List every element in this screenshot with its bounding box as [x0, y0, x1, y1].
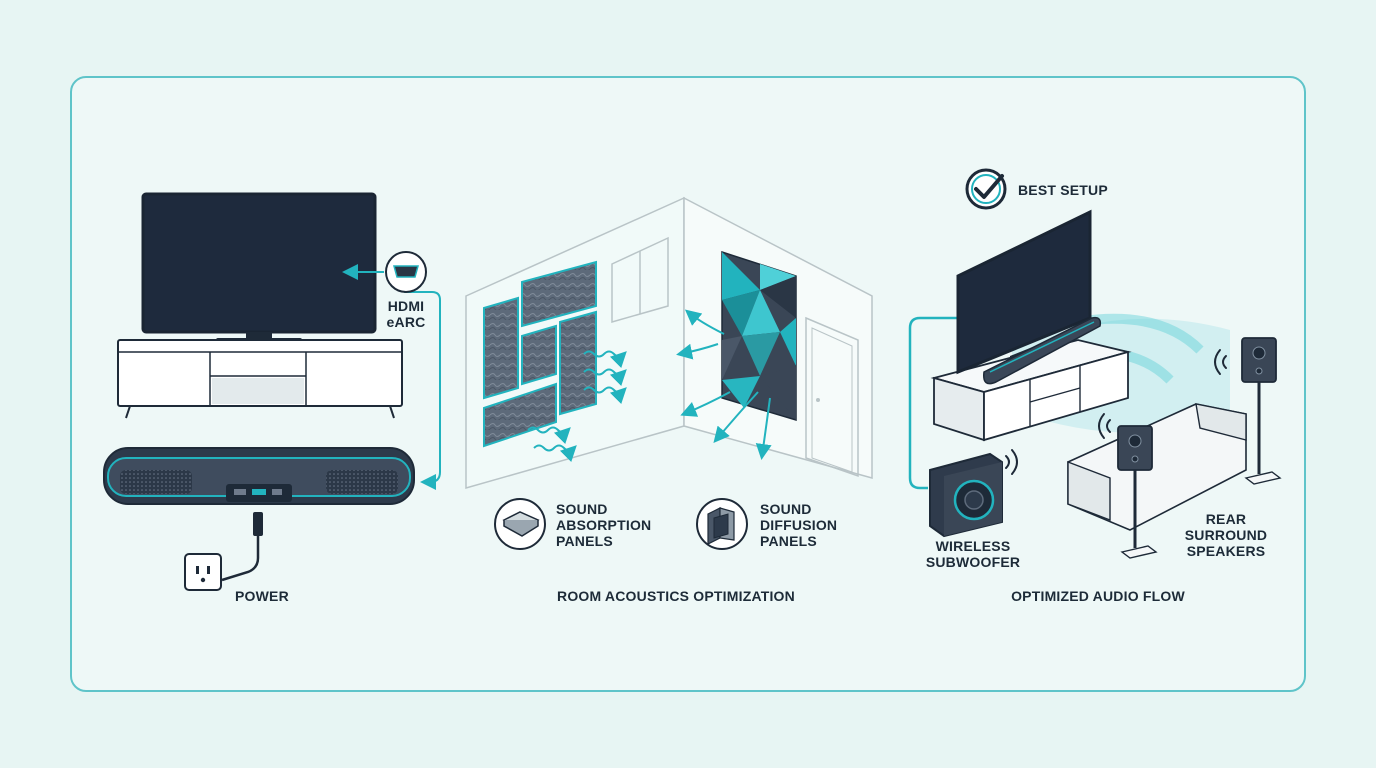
best-setup-label: BEST SETUP [1018, 182, 1108, 198]
hdmi-port-icon [385, 251, 427, 293]
hdmi-label-line1: HDMI [387, 298, 425, 314]
hdmi-earc-label: HDMI eARC [380, 298, 432, 330]
power-label: POWER [235, 588, 289, 604]
room-acoustics-caption: ROOM ACOUSTICS OPTIMIZATION [557, 588, 795, 604]
hdmi-label-line2: eARC [386, 314, 426, 330]
power-cable [221, 512, 263, 582]
rear-label-line2: SURROUND [1184, 527, 1268, 543]
diffusion-panel-icon [696, 498, 748, 550]
subwoofer-label-line1: WIRELESS [935, 538, 1011, 554]
checkmark-icon [965, 168, 1007, 210]
subwoofer-label-line2: SUBWOOFER [925, 554, 1021, 570]
absorption-panel-icon [494, 498, 546, 550]
diffusion-label: SOUND DIFFUSION PANELS [760, 501, 837, 549]
rear-label-line3: SPEAKERS [1186, 543, 1266, 559]
subwoofer-icon [929, 452, 1003, 538]
sound-waves [527, 309, 772, 463]
diffusion-panel [721, 250, 797, 422]
diffusion-label-line3: PANELS [760, 533, 817, 549]
wire-link [908, 316, 958, 490]
audio-flow-caption: OPTIMIZED AUDIO FLOW [1011, 588, 1185, 604]
rear-speakers-label: REAR SURROUND SPEAKERS [1174, 511, 1278, 559]
speaker-icon [1117, 337, 1282, 559]
power-outlet-icon [184, 553, 222, 591]
absorption-label-line2: ABSORPTION [556, 517, 652, 533]
absorption-label-line3: PANELS [556, 533, 613, 549]
tv-stand [117, 339, 403, 419]
absorption-label-line1: SOUND [556, 501, 608, 517]
tv-icon [141, 192, 377, 345]
tv-stand-right [930, 339, 1132, 442]
hdmi-cable [342, 264, 441, 490]
wireless-signal-icon [1005, 349, 1227, 475]
sofa-icon [1067, 403, 1247, 531]
soundbar-right [983, 316, 1102, 385]
absorption-label: SOUND ABSORPTION PANELS [556, 501, 651, 549]
diffusion-label-line2: DIFFUSION [760, 517, 838, 533]
soundbar-icon [103, 447, 415, 505]
rear-label-line1: REAR [1205, 511, 1247, 527]
diffusion-label-line1: SOUND [760, 501, 812, 517]
subwoofer-label: WIRELESS SUBWOOFER [918, 538, 1028, 570]
